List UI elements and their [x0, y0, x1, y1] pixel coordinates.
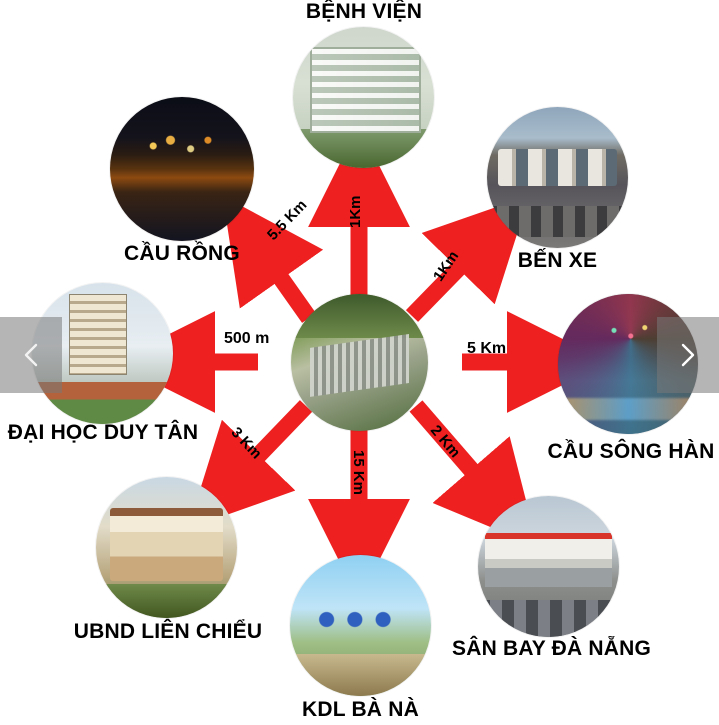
dragon-bridge-night-photo	[110, 97, 254, 241]
node-san-bay[interactable]	[478, 496, 619, 637]
node-dai-hoc-duy-tan[interactable]	[32, 283, 173, 424]
lien-chieu-district-hall-photo	[96, 477, 237, 618]
label-dai-hoc-duy-tan: ĐẠI HỌC DUY TÂN	[7, 421, 199, 444]
distance-cau-song-han: 5 Km	[467, 340, 507, 357]
chevron-left-icon	[21, 342, 41, 368]
gallery-next-button[interactable]	[657, 317, 719, 393]
duy-tan-university-photo	[32, 283, 173, 424]
label-benh-vien: BỆNH VIỆN	[305, 0, 423, 23]
arrow-to-san-bay	[409, 400, 538, 547]
label-ben-xe: BẾN XE	[517, 249, 598, 272]
bus-station-photo	[487, 107, 628, 248]
node-ben-xe[interactable]	[487, 107, 628, 248]
distance-kdl-ba-na: 15 Km	[350, 450, 367, 496]
aerial-project-site-photo	[291, 294, 428, 431]
chevron-right-icon	[678, 342, 698, 368]
label-cau-song-han: CẦU SÔNG HÀN	[547, 440, 715, 463]
ba-na-hills-cable-car-photo	[290, 555, 431, 696]
gallery-prev-button[interactable]	[0, 317, 62, 393]
label-cau-rong: CẦU RỒNG	[124, 242, 240, 265]
node-benh-vien[interactable]	[293, 27, 434, 168]
center-project-node[interactable]	[291, 294, 428, 431]
distance-benh-vien: 1Km	[347, 195, 364, 228]
distance-dai-hoc-duy-tan: 500 m	[224, 330, 270, 347]
node-cau-rong[interactable]	[110, 97, 254, 241]
da-nang-airport-photo	[478, 496, 619, 637]
node-ubnd-lien-chieu[interactable]	[96, 477, 237, 618]
label-san-bay: SÂN BAY ĐÀ NẴNG	[452, 637, 652, 660]
node-kdl-ba-na[interactable]	[290, 555, 431, 696]
label-ubnd-lien-chieu: UBND LIÊN CHIỂU	[73, 620, 263, 643]
hospital-building-photo	[293, 27, 434, 168]
label-kdl-ba-na: KDL BÀ NÀ	[302, 698, 419, 721]
